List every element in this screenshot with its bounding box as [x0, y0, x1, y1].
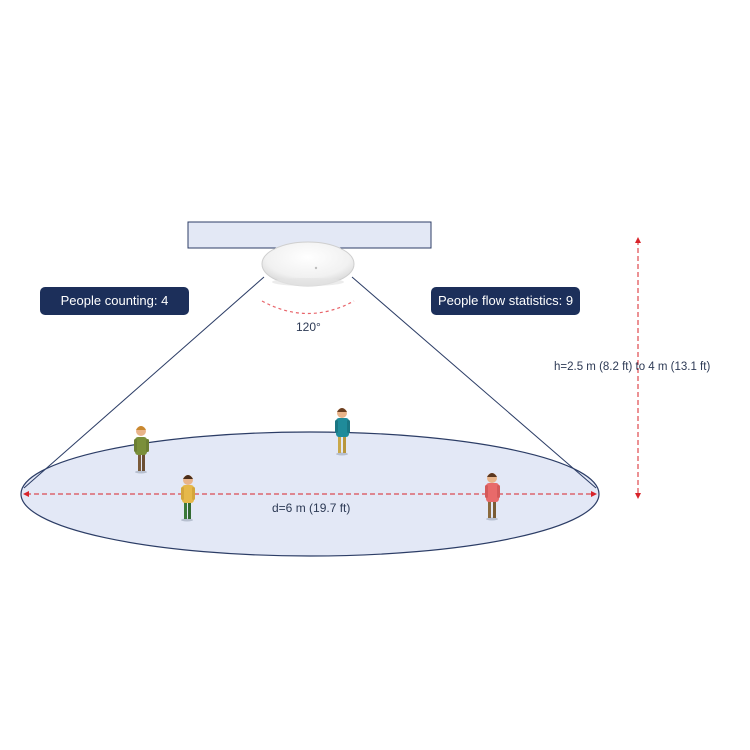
people-counting-badge: People counting: 4 [40, 287, 189, 315]
cone-right-line [351, 276, 597, 489]
person-figure-icon [181, 475, 195, 522]
angle-label: 120° [296, 320, 321, 334]
person-figure-icon [485, 473, 500, 521]
person-figure-icon [335, 408, 350, 456]
ceiling-sensor-icon [261, 241, 355, 287]
people-flow-badge: People flow statistics: 9 [431, 287, 580, 315]
cone-left-line [23, 276, 265, 489]
person-figure-icon [134, 426, 149, 474]
angle-arc [261, 300, 355, 314]
diameter-label: d=6 m (19.7 ft) [272, 501, 351, 515]
height-label: h=2.5 m (8.2 ft) to 4 m (13.1 ft) [554, 361, 711, 373]
